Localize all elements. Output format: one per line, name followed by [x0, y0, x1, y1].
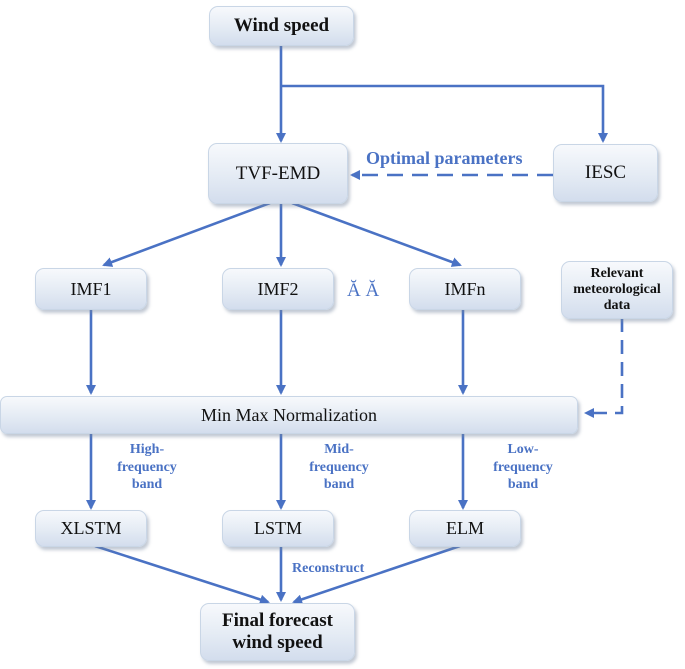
- arrow-tvfemd-to-imf1: [102, 201, 271, 267]
- arrow-elm-to-final: [292, 544, 461, 605]
- arrow-tvfemd-to-imfn: [291, 201, 462, 267]
- xlstm-box: XLSTM: [35, 510, 147, 547]
- reconstruct-label: Reconstruct: [292, 561, 365, 576]
- arrow-met-to-norm: [584, 318, 624, 418]
- mid-frequency-band-label: Mid- frequency band: [309, 442, 369, 492]
- ellipsis-indicator: Ă Ă: [347, 280, 380, 301]
- imf1-box: IMF1: [35, 268, 147, 310]
- iesc-box: IESC: [553, 144, 658, 202]
- final-forecast-box: Final forecast wind speed: [200, 603, 355, 661]
- imfn-box: IMFn: [409, 268, 521, 310]
- relevant-meteorological-data-box: Relevant meteorological data: [561, 261, 673, 319]
- imf2-box: IMF2: [222, 268, 334, 310]
- low-frequency-band-label: Low- frequency band: [493, 442, 553, 492]
- high-frequency-band-label: High- frequency band: [117, 442, 177, 492]
- arrow-wind-to-iesc: [281, 84, 608, 143]
- arrow-xlstm-to-final: [94, 544, 270, 605]
- min-max-normalization-box: Min Max Normalization: [0, 396, 578, 434]
- wind-speed-box: Wind speed: [209, 6, 354, 46]
- lstm-box: LSTM: [222, 510, 334, 547]
- elm-box: ELM: [409, 510, 521, 547]
- tvf-emd-box: TVF-EMD: [208, 143, 348, 204]
- optimal-parameters-label: Optimal parameters: [366, 148, 523, 168]
